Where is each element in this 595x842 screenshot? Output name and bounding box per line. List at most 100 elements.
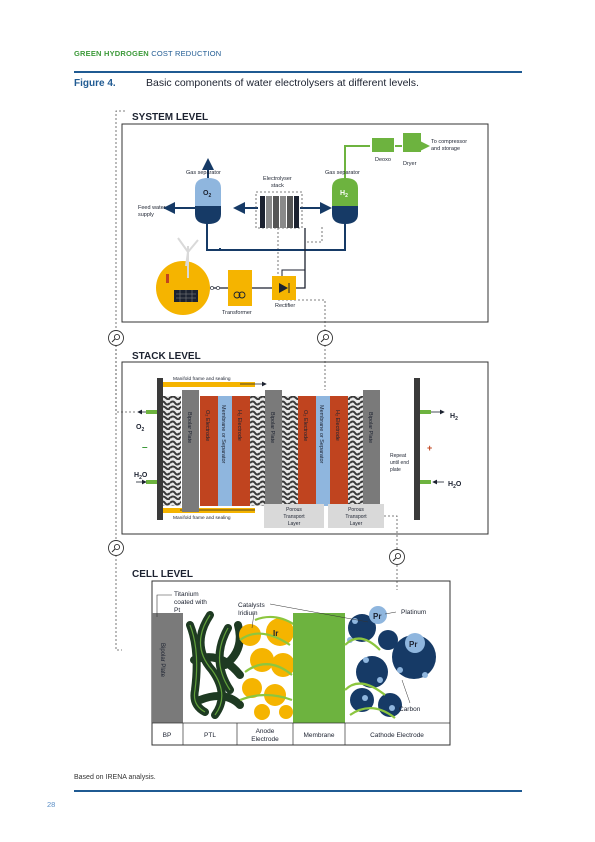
platinum-label: Platinum [401, 609, 426, 616]
magnifier-icon [389, 549, 405, 565]
renewable-source-icon [156, 237, 210, 315]
stack-label-line2: stack [271, 183, 284, 189]
plus-sign: + [427, 443, 432, 453]
deoxo-unit [372, 138, 394, 152]
h2-electrode-2 [330, 396, 348, 506]
column-anode-line1: Anode [256, 728, 275, 735]
bipolar-plate-3-label: Bipolar Plate [367, 412, 373, 443]
connector-stack-cell [384, 515, 398, 550]
h2o-in-right-label: H2O [448, 481, 462, 490]
feed-water-line2: supply [138, 212, 154, 218]
feed-water-line1: Feed water [138, 205, 166, 211]
h2-out-label: H2 [450, 413, 458, 422]
membrane-2-label: Membrane or Separator [318, 405, 324, 464]
ionomer-strands [239, 615, 296, 702]
pr-label-large: Pr [409, 640, 417, 649]
manifold-bottom-label: Manifold frame and sealing [173, 515, 231, 521]
membrane-2 [316, 396, 330, 506]
magnifier-icon [317, 330, 333, 346]
o2-port [146, 410, 157, 414]
stack-level-frame [121, 361, 489, 535]
minus-sign: – [142, 442, 148, 453]
repeat-line3: plate [390, 467, 401, 473]
manifold-top-label: Manifold frame and sealing [173, 376, 231, 382]
ptl-label-box-2 [328, 504, 384, 528]
dryer-label: Dryer [403, 161, 417, 167]
ptl-2-line3: Layer [350, 521, 363, 527]
column-anode-line2: Electrode [251, 736, 279, 743]
h2-electrode-1 [232, 396, 250, 506]
column-ptl: PTL [204, 732, 216, 739]
catalysts-line1: Catalysts [238, 602, 265, 609]
bipolar-plate-2-label: Bipolar Plate [269, 412, 275, 443]
o2-electrode-2 [298, 396, 316, 506]
iridium-catalyst-particles [239, 618, 295, 720]
level-connectors [115, 110, 398, 651]
repeat-line1: Repeat [390, 453, 407, 459]
connector-system-left [115, 110, 125, 330]
h2o-port-left [146, 480, 157, 484]
system-level-heading: SYSTEM LEVEL [132, 112, 208, 123]
carbon-label: Carbon [399, 706, 421, 713]
membrane-1 [218, 396, 232, 506]
ptl-1-line3: Layer [288, 521, 301, 527]
h2-port [420, 410, 431, 414]
compressor-line1: To compressor [431, 139, 467, 145]
h2-electrode-1-label: H₂ Electrode [236, 410, 242, 441]
ptl-label-box-1 [264, 504, 324, 528]
platinum-particles [347, 606, 428, 711]
figure-title: Basic components of water electrolysers … [146, 77, 419, 89]
o2-out-label: O2 [136, 424, 144, 433]
stack-label-line1: Electrolyser [263, 176, 292, 182]
gas-separator-right-label: Gas separator [325, 170, 360, 176]
ptl-2-line1: Porous [348, 507, 364, 513]
transformer-icon [210, 270, 252, 306]
pr-label-small: Pr [373, 612, 381, 621]
footer-rule [74, 790, 522, 792]
h2-product-pipe [344, 145, 370, 183]
titanium-line1: Titanium [174, 591, 199, 598]
transformer-label: Transformer [222, 310, 252, 316]
o2-electrode-2-label: O₂ Electrode [302, 410, 308, 441]
page-number: 28 [47, 800, 56, 809]
gas-separator-left-label: Gas separator [186, 170, 221, 176]
magnifier-icon [108, 540, 124, 556]
connector-system-stack [277, 228, 326, 330]
stack-level-heading: STACK LEVEL [132, 351, 201, 362]
cell-membrane [293, 613, 345, 723]
column-membrane: Membrane [303, 732, 334, 739]
o2-gas-separator [195, 178, 221, 224]
magnifier-icon [108, 330, 124, 346]
system-level-frame [121, 123, 489, 323]
titanium-line3: Pt [174, 607, 180, 614]
bipolar-plate-1-label: Bipolar Plate [186, 412, 192, 443]
h2o-in-left-label: H2O [134, 472, 148, 481]
h2-label: H2 [340, 190, 348, 199]
manifold-top-bar [163, 382, 255, 387]
porous-layer-4 [348, 396, 363, 506]
connector-system-right [307, 225, 323, 243]
o2-label: O2 [203, 190, 211, 199]
source-note: Based on IRENA analysis. [74, 774, 156, 781]
h2-gas-separator [332, 178, 358, 224]
manifold-bottom-bar [163, 508, 255, 513]
bipolar-plate-3 [363, 390, 380, 512]
figure-number: Figure 4. [74, 78, 116, 89]
ptl-2-line2: Transport [345, 514, 367, 520]
catalysts-line2: Iridium [238, 610, 258, 617]
ptl-1-line2: Transport [283, 514, 305, 520]
rectifier-icon [272, 276, 296, 300]
rectifier-label: Rectifier [275, 303, 295, 309]
cell-level-heading: CELL LEVEL [132, 569, 193, 580]
header-green-text: GREEN HYDROGEN [74, 49, 149, 58]
end-plate-left [157, 378, 163, 520]
cell-bipolar-plate-label: Bipolar Plate [159, 643, 165, 678]
membrane-1-label: Membrane or Separator [220, 405, 226, 464]
o2-electrode-1 [200, 396, 218, 506]
running-header: GREEN HYDROGEN COST REDUCTION [74, 49, 221, 58]
titanium-fibers [186, 611, 244, 719]
bipolar-plate-1 [182, 390, 199, 512]
repeat-line2: until end [390, 460, 409, 466]
h2-electrode-2-label: H₂ Electrode [334, 410, 340, 441]
